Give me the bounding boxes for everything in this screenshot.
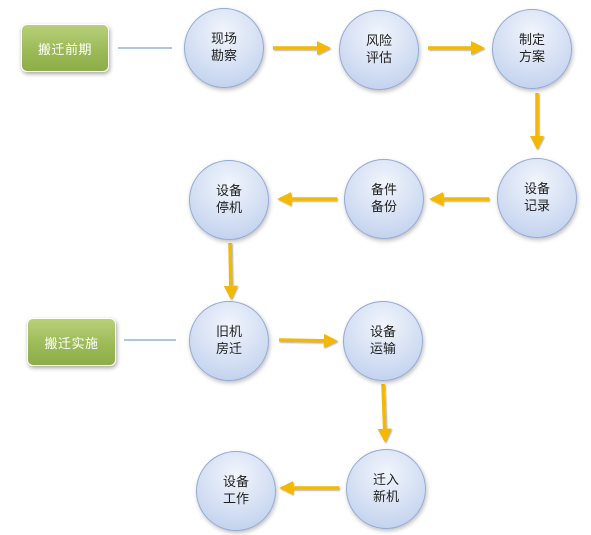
step-equipment-transport: 设备 运输 [343, 301, 423, 381]
step-old-room-move: 旧机 房迁 [189, 301, 269, 381]
step-label: 设备 工作 [222, 475, 249, 507]
step-label: 备件 备份 [370, 183, 397, 215]
step-make-plan: 制定 方案 [492, 9, 572, 89]
arrow-jjfq-to-sbys [278, 333, 338, 348]
step-risk-assessment: 风险 评估 [339, 10, 419, 90]
step-move-into-new-room: 迁入 新机 [346, 449, 426, 529]
step-equipment-record: 设备 记录 [497, 158, 577, 238]
step-label: 设备 运输 [369, 325, 396, 357]
phase-label-text: 搬迁实施 [44, 336, 99, 352]
phase-label-relocation-execution: 搬迁实施 [27, 318, 116, 366]
phase-label-pre-relocation: 搬迁前期 [21, 24, 109, 72]
phase-label-text: 搬迁前期 [37, 42, 92, 58]
step-label: 风险 评估 [365, 34, 392, 66]
arrow-sbtj-to-jjfq [223, 242, 238, 300]
step-label: 旧机 房迁 [215, 325, 242, 357]
step-label: 设备 记录 [523, 182, 550, 214]
step-spare-backup: 备件 备份 [344, 159, 424, 239]
arrow-sbys-to-qrxj [377, 383, 392, 443]
step-label: 迁入 新机 [372, 473, 399, 505]
step-equipment-working: 设备 工作 [196, 451, 276, 531]
step-equipment-shutdown: 设备 停机 [189, 160, 269, 240]
step-label: 制定 方案 [518, 33, 545, 65]
step-label: 现场 勘察 [210, 32, 237, 64]
step-site-survey: 现场 勘察 [184, 8, 264, 88]
step-label: 设备 停机 [215, 184, 242, 216]
